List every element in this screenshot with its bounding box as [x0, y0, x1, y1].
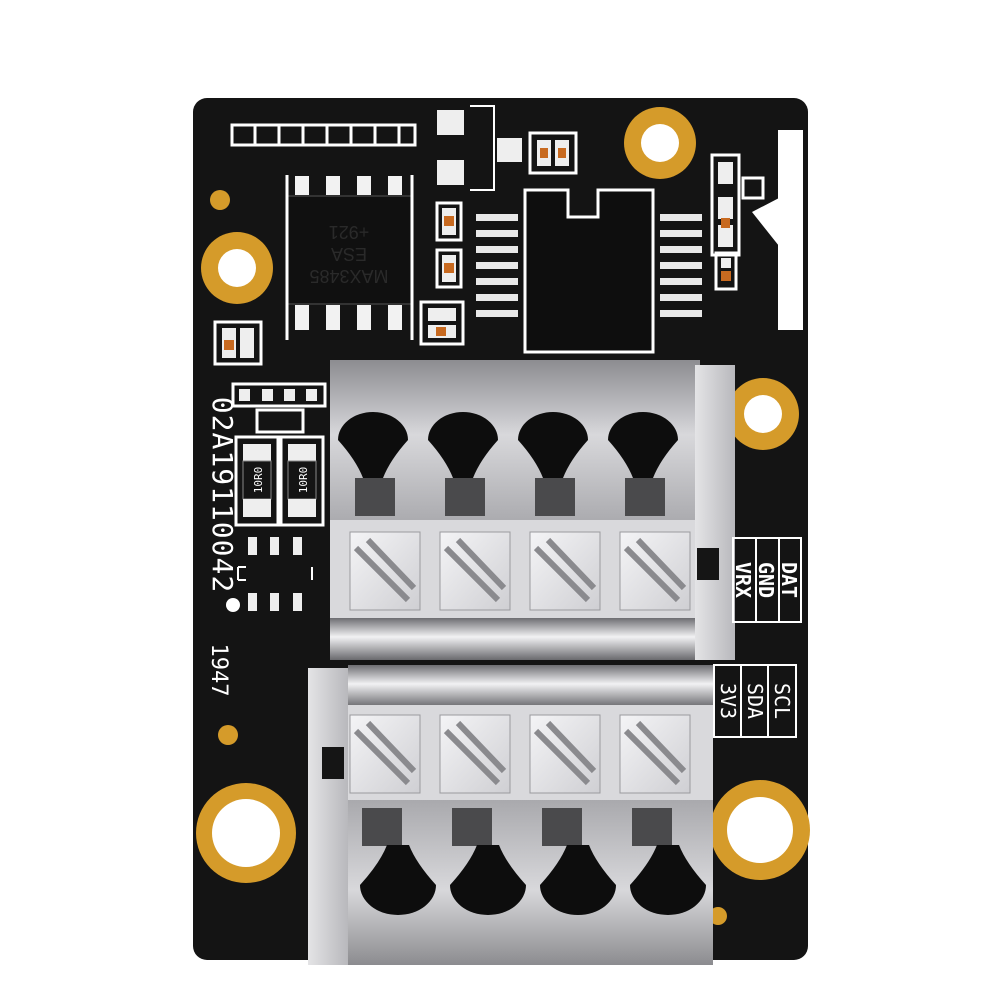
capacitor — [213, 320, 263, 366]
lever — [439, 714, 511, 794]
chip-marking-line1: MAX3485 — [309, 266, 388, 286]
label-gnd: GND — [754, 562, 778, 598]
mounting-hole-right-mid — [727, 378, 799, 450]
capacitor — [710, 153, 765, 291]
sot-component — [437, 105, 522, 191]
tssop-chip — [476, 188, 702, 354]
terminal-block-bottom — [308, 665, 713, 965]
label-dat: DAT — [777, 562, 801, 598]
capacitor — [435, 201, 463, 242]
lever — [619, 531, 691, 611]
lever — [439, 531, 511, 611]
header-pads — [230, 123, 417, 147]
label-3v3: 3V3 — [716, 683, 740, 719]
label-scl: SCL — [770, 683, 794, 719]
lever — [619, 714, 691, 794]
shunt-resistor-2: 10R0 — [279, 435, 325, 527]
lever — [349, 714, 421, 794]
lever — [529, 531, 601, 611]
mounting-hole-left — [201, 232, 273, 304]
lever — [349, 531, 421, 611]
sot6-component — [226, 537, 313, 612]
terminal-block-top — [330, 360, 735, 660]
label-vrx: VRX — [731, 562, 755, 598]
date-code: 1947 — [206, 644, 231, 697]
shunt-resistor-1: 10R0 — [234, 435, 280, 527]
label-sda: SDA — [743, 683, 767, 719]
board-id: 02A19110042 — [206, 397, 239, 593]
max3485-chip: MAX3485 ESA +921 — [285, 175, 414, 340]
pin-labels-top: DAT GND VRX — [731, 537, 802, 623]
edge-connector — [752, 130, 803, 330]
chip-marking-line2: ESA — [331, 244, 367, 264]
capacitor — [528, 131, 578, 175]
resistor-pads — [231, 382, 327, 434]
lever — [529, 714, 601, 794]
via — [210, 190, 230, 210]
pin-labels-bottom: SCL SDA 3V3 — [713, 664, 797, 738]
mounting-hole-bottom-right — [710, 780, 810, 880]
chip-marking-line3: +921 — [329, 222, 370, 242]
resistor-label-2: 10R0 — [297, 467, 310, 494]
mounting-hole-bottom-left — [196, 783, 296, 883]
capacitor — [435, 248, 463, 289]
resistor-label-1: 10R0 — [252, 467, 265, 494]
via — [709, 907, 727, 925]
capacitor — [419, 300, 465, 346]
via — [218, 725, 238, 745]
mounting-hole-top-right — [624, 107, 696, 179]
